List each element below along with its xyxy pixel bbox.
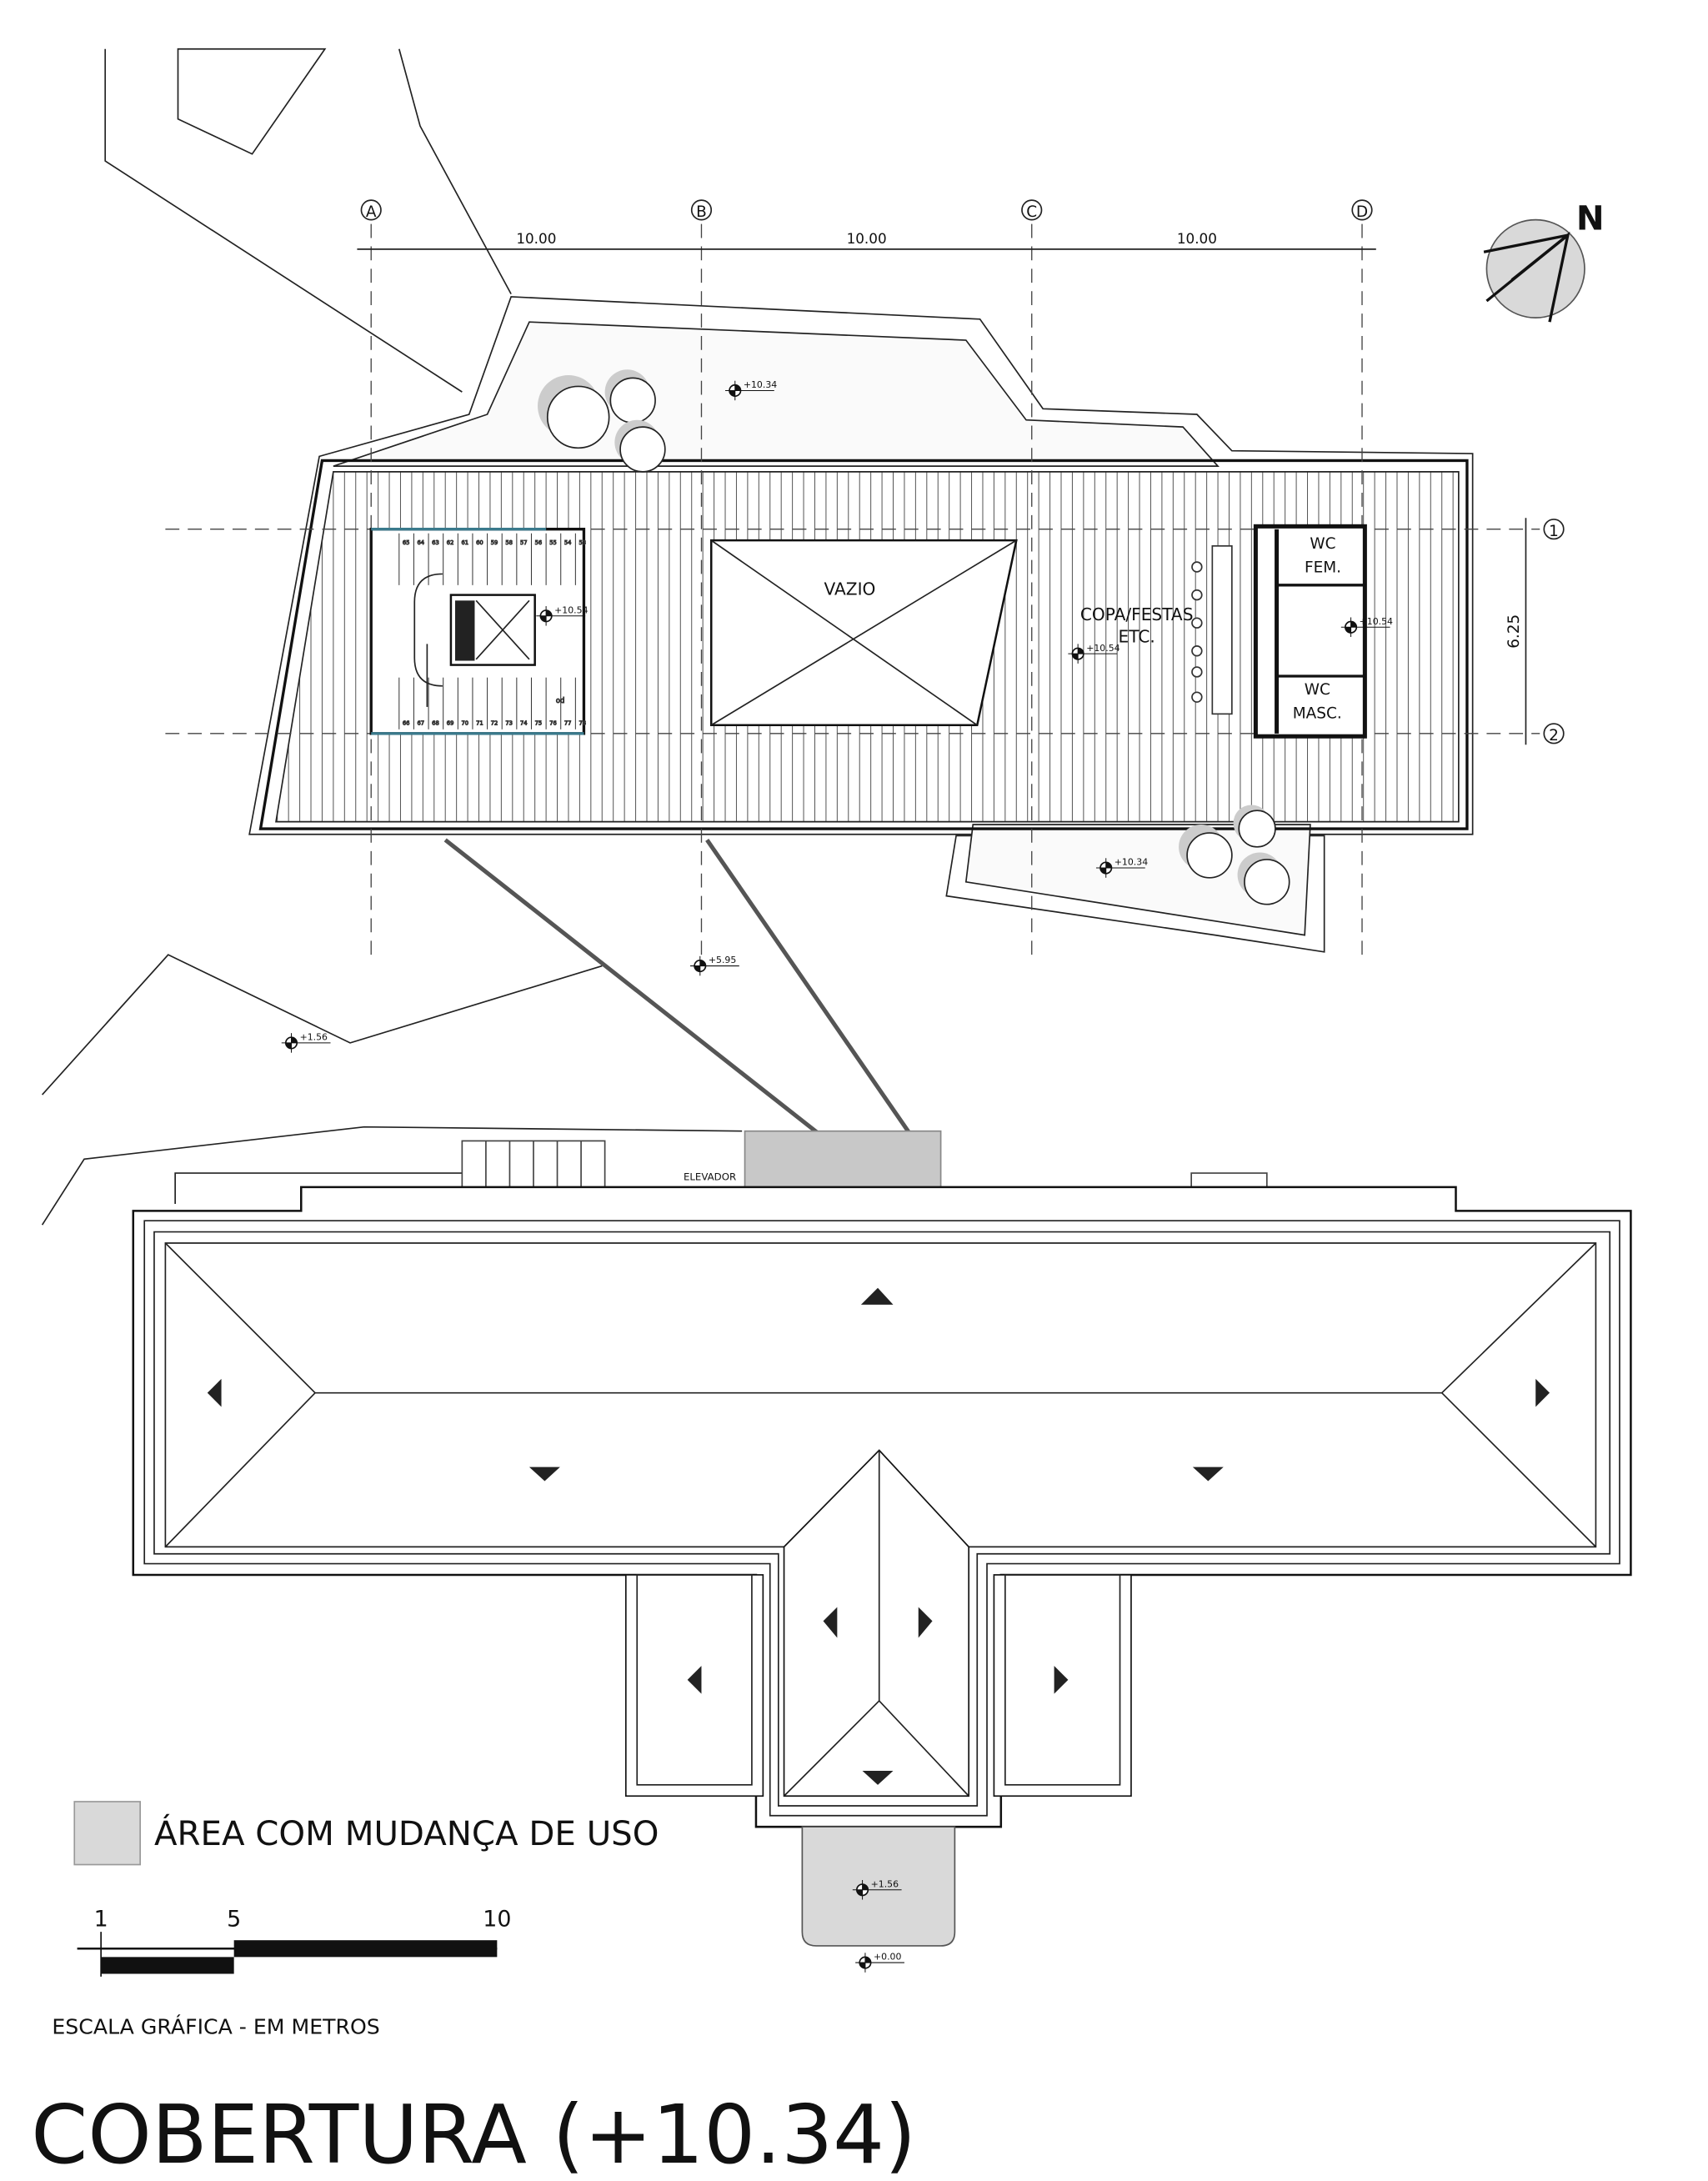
level-label: +0.00 xyxy=(874,1952,901,1963)
stair-number: 54 xyxy=(564,539,572,546)
scale-tick-5: 5 xyxy=(227,1906,241,1932)
legend: ÁREA COM MUDANÇA DE USO xyxy=(73,1801,659,1866)
level-marker: +10.54 xyxy=(1068,643,1120,664)
legend-swatch xyxy=(73,1801,142,1866)
stair-number: 64 xyxy=(418,539,425,546)
level-marker: +1.56 xyxy=(852,1878,902,1900)
grid-label-1: 1 xyxy=(1549,523,1559,540)
section-line xyxy=(705,839,912,1136)
stair-number: 75 xyxy=(535,720,543,727)
section-line xyxy=(443,838,821,1136)
level-marker: +0.00 xyxy=(855,1952,904,1973)
level-label: +10.54 xyxy=(1086,643,1119,654)
dimension-12: 6.25 xyxy=(1505,614,1523,649)
level-marker: +10.54 xyxy=(536,604,589,626)
stair-core: 65 66 64 67 63 68 62 69 61 70 60 71 59 72 58 73 57 74 56 75… xyxy=(369,528,587,735)
stair-number: 72 xyxy=(491,720,498,727)
stair-number: 74 xyxy=(520,720,528,727)
stair-number: 62 xyxy=(447,539,454,546)
level-marker: +10.34 xyxy=(725,379,777,401)
wc-fem-label: WC xyxy=(1310,535,1335,553)
trees xyxy=(538,369,1290,905)
stair-number: 63 xyxy=(432,539,439,546)
elevator-label: ELEVADOR xyxy=(684,1171,736,1182)
stair-number: 60 xyxy=(476,539,483,546)
level-markers: +10.34 +10.34 +10.54 +10.54 +10.54 +5.95 +1.56… xyxy=(281,379,1393,1973)
stair-number: 71 xyxy=(476,720,483,727)
level-label: +1.56 xyxy=(871,1878,899,1889)
lower-building-roof: ELEVADOR xyxy=(132,1130,1632,1947)
grid-label-2: 2 xyxy=(1549,727,1559,745)
stair-number: 69 xyxy=(447,720,454,727)
wc-fem-label-2: FEM. xyxy=(1305,559,1341,577)
level-label: +5.95 xyxy=(709,955,736,965)
wc-masc-label-2: MASC. xyxy=(1293,704,1342,722)
wc-masc-label: WC xyxy=(1305,681,1330,699)
stair-number: 58 xyxy=(505,539,513,546)
dimension-bc: 10.00 xyxy=(847,230,887,247)
dimension-cd: 10.00 xyxy=(1177,230,1217,247)
grid-labels: A B C D 1 2 10.00 10.00 10.00 6.25 xyxy=(360,199,1565,745)
level-label: +10.54 xyxy=(1360,616,1393,627)
stair-direction-label: od xyxy=(556,696,564,704)
stair-number: 65 xyxy=(403,539,410,546)
stair-number: 68 xyxy=(432,720,439,727)
scale-caption: ESCALA GRÁFICA - EM METROS xyxy=(52,2015,379,2039)
legend-label: ÁREA COM MUDANÇA DE USO xyxy=(154,1813,659,1853)
grid-label-b: B xyxy=(696,203,707,221)
stair-number: 61 xyxy=(461,539,468,546)
copa-label: COPA/FESTAS xyxy=(1080,604,1194,624)
north-label: N xyxy=(1576,198,1605,238)
dimension-ab: 10.00 xyxy=(516,230,556,247)
stair-number: 67 xyxy=(418,720,425,727)
level-marker: +5.95 xyxy=(690,955,739,976)
grid-label-a: A xyxy=(366,203,377,221)
grid-label-d: D xyxy=(1356,203,1368,221)
stair-number: 77 xyxy=(564,720,572,727)
copa-area: COPA/FESTAS ETC. xyxy=(1080,545,1233,715)
scale-tick-1: 1 xyxy=(94,1906,108,1932)
grid-label-c: C xyxy=(1026,203,1037,221)
terrain-lines xyxy=(41,48,743,1226)
level-marker: +1.56 xyxy=(281,1032,331,1053)
drawing-title: COBERTURA (+10.34) xyxy=(31,2088,916,2181)
level-label: +10.34 xyxy=(744,379,777,390)
copa-label-2: ETC. xyxy=(1119,627,1155,647)
stair-number: 55 xyxy=(549,539,557,546)
stair-number: 76 xyxy=(549,720,557,727)
scale-bar: 1 5 10 ESCALA GRÁFICA - EM METROS xyxy=(52,1906,511,2038)
level-label: +1.56 xyxy=(300,1032,328,1043)
void-area: VAZIO xyxy=(709,539,1018,727)
north-arrow: N xyxy=(1483,198,1605,323)
level-label: +10.34 xyxy=(1114,857,1148,868)
level-marker: +10.34 xyxy=(1095,857,1148,878)
stair-number: 70 xyxy=(461,720,468,727)
void-label: VAZIO xyxy=(824,579,876,599)
level-label: +10.54 xyxy=(554,604,588,615)
level-marker: +10.54 xyxy=(1340,616,1393,637)
stair-number: 73 xyxy=(505,720,513,727)
stair-number: 59 xyxy=(491,539,498,546)
stair-number: 78 xyxy=(579,720,586,727)
stair-number: 56 xyxy=(535,539,543,546)
stair-number: 57 xyxy=(520,539,528,546)
scale-tick-10: 10 xyxy=(483,1906,511,1932)
stair-number: 66 xyxy=(403,720,410,727)
stair-number: 53 xyxy=(579,539,586,546)
